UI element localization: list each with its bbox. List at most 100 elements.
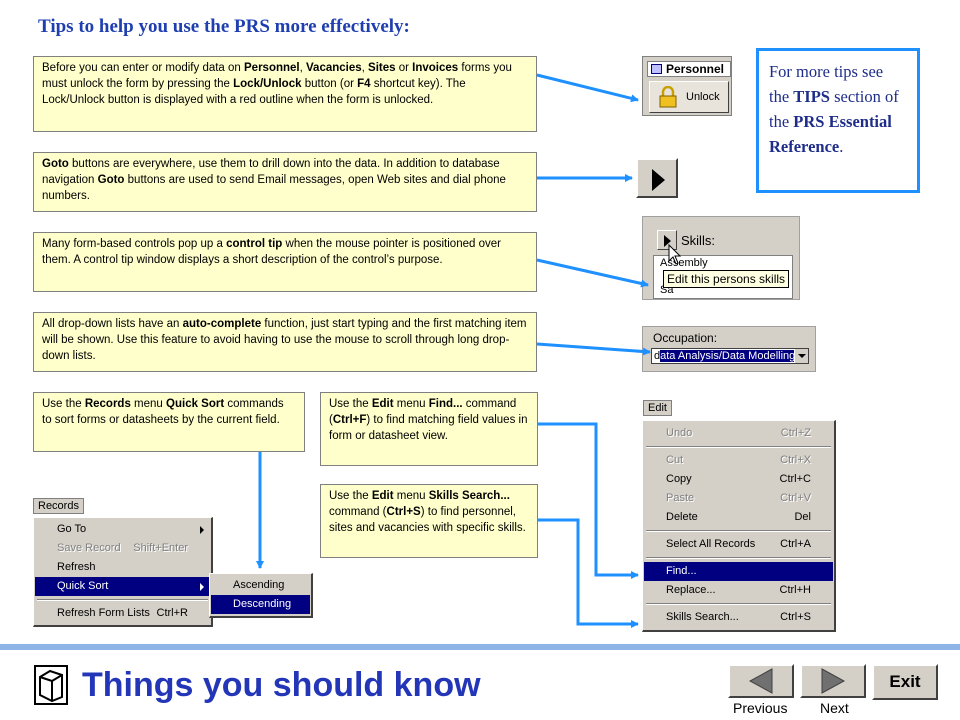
menu-item-replace[interactable]: Replace... Ctrl+H [644,581,833,600]
occupation-label: Occupation: [653,331,718,345]
previous-button[interactable] [728,664,794,698]
edit-menu-title[interactable]: Edit [643,400,672,416]
emphasis-text: control tip [226,238,283,250]
skills-label: Skills: [681,233,715,248]
menu-item-find[interactable]: Find... [644,562,833,581]
occupation-autocomplete-text: ata Analysis/Data Modelling [660,350,796,362]
body-text: All drop-down lists have an [42,318,183,330]
menu-separator [644,443,833,451]
exit-button[interactable]: Exit [872,664,938,700]
emphasis-text: PRS Essential Reference [769,112,892,156]
emphasis-text: Goto [97,174,125,186]
menu-item-label: Descending [233,598,292,610]
menu-item-skills-search[interactable]: Skills Search... Ctrl+S [644,608,833,627]
menu-item-paste[interactable]: Paste Ctrl+V [644,489,833,508]
unlock-button-label: Unlock [686,91,720,103]
menu-item-shortcut: Ctrl+S [780,611,811,623]
body-text: , [361,62,369,74]
unlock-button[interactable]: Unlock [649,81,729,113]
emphasis-text: Vacancies [306,62,362,74]
emphasis-text: Find... [428,398,463,410]
menu-item-label: Go To [57,523,87,535]
menu-separator [644,527,833,535]
emphasis-text: auto-complete [182,318,262,330]
body-text: , [299,62,307,74]
skills-goto-button[interactable] [657,230,677,250]
emphasis-text: Edit [371,490,394,502]
menu-item-shortcut: Ctrl+H [779,584,811,596]
emphasis-text: Edit [371,398,394,410]
body-text: function, just start typing and the firs… [42,318,527,362]
menu-item-ascending[interactable]: Ascending [211,576,310,595]
menu-item-label: Paste [666,492,695,504]
menu-item-label: Replace... [666,584,716,596]
body-text: or [395,62,413,74]
emphasis-text: TIPS [793,87,830,106]
footer-title: Things you should know [82,666,481,704]
next-button[interactable] [800,664,866,698]
body-text: buttons are used to send Email messages,… [42,174,506,202]
arrow-control-tip [536,258,649,288]
toolbox-icon [34,665,68,705]
body-text: command ( [329,398,517,426]
body-text: buttons are everywhere, use them to dril… [42,158,500,186]
menu-item-refresh[interactable]: Refresh [35,558,210,577]
menu-item-label: Skills Search... [666,611,739,623]
emphasis-text: Skills Search... [428,490,510,502]
emphasis-text: Goto [42,158,69,170]
body-text: menu [393,398,429,410]
occupation-typed-text: d [654,350,661,362]
arrow-left-icon [748,668,773,694]
goto-button[interactable] [636,158,678,198]
body-text: shortcut key). The Lock/Unlock button is… [42,78,466,106]
records-menu-title[interactable]: Records [33,498,84,514]
body-text: commands to sort forms or datasheets by … [42,398,284,426]
tip-auto-complete: All drop-down lists have an auto-complet… [33,312,537,372]
footer-divider [0,644,960,650]
menu-item-shortcut: Ctrl+V [780,492,811,504]
skills-list-row: Assembly [660,257,708,269]
body-text: Use the [42,398,85,410]
emphasis-text: Invoices [412,62,459,74]
body-text: command ( [329,506,387,518]
emphasis-text: Sites [368,62,396,74]
body-text: Use the [329,490,372,502]
menu-item-quick-sort[interactable]: Quick Sort [35,577,210,596]
body-text: section of the [769,87,899,131]
personnel-tab[interactable]: Personnel [647,61,731,77]
tip-skills-search: Use the Edit menu Skills Search... comma… [320,484,538,558]
emphasis-text: Ctrl+S [386,506,421,518]
menu-separator [644,600,833,608]
body-text: menu [130,398,167,410]
mouse-pointer-icon [668,244,682,265]
body-text: ) to find personnel, sites and vacancies… [329,506,526,534]
arrow-skills-search [537,518,639,628]
occupation-combo[interactable]: data Analysis/Data Modelling [651,348,809,364]
menu-item-shortcut: Ctrl+Z [780,427,811,439]
menu-item-descending[interactable]: Descending [211,595,310,614]
menu-item-label: Save Record [57,542,121,554]
body-text: . [839,137,844,156]
body-text: For more tips see the [769,62,884,106]
menu-item-label: Copy [666,473,692,485]
menu-item-shortcut: Ctrl+R [156,607,188,619]
menu-item-label: Refresh Form Lists [57,607,150,619]
arrow-lock [536,73,639,103]
body-text: Many form-based controls pop up a [42,238,227,250]
menu-item-refresh-form-lists[interactable]: Refresh Form Lists Ctrl+R [35,604,210,623]
chevron-down-icon[interactable] [794,349,808,363]
personnel-tab-label: Personnel [666,62,725,76]
emphasis-text: Lock/Unlock [233,78,302,90]
menu-item-go-to[interactable]: Go To [35,520,210,539]
menu-item-shortcut: Ctrl+A [780,538,811,550]
next-label: Next [820,700,849,716]
